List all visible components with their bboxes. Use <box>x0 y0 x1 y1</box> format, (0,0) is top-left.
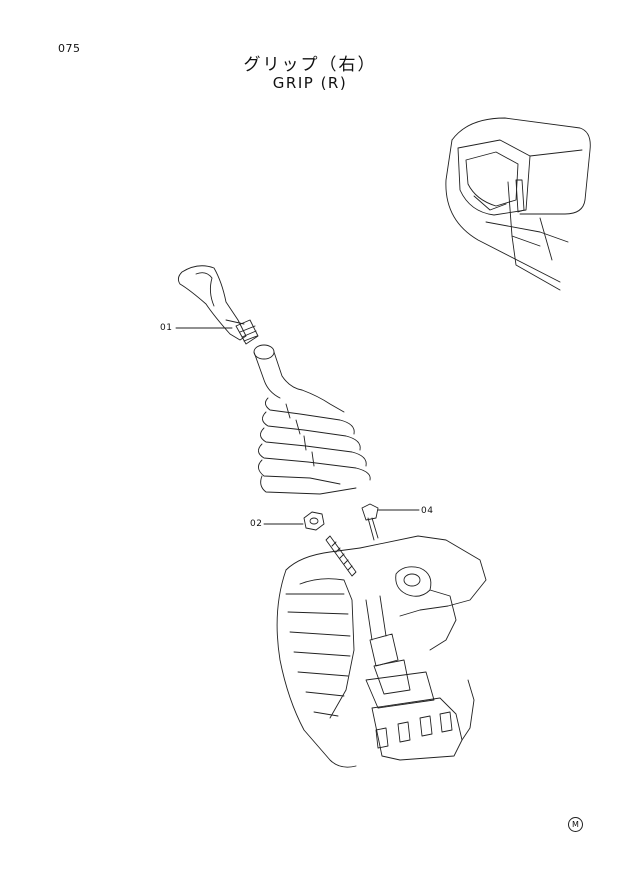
threaded-stud <box>325 535 357 577</box>
cab-locator-thumbnail <box>445 117 591 291</box>
nut <box>303 511 325 531</box>
corner-mark: M <box>568 817 583 832</box>
callout-label-01: 01 <box>160 323 173 333</box>
page-title-english: GRIP (R) <box>272 74 348 92</box>
page-title-japanese: グリップ（右） <box>243 55 377 75</box>
grip-handle <box>177 265 259 345</box>
rubber-boot <box>253 344 371 495</box>
control-valve-body <box>276 535 487 768</box>
bolt <box>361 503 379 541</box>
callout-label-02: 02 <box>250 519 263 529</box>
callout-label-04: 04 <box>421 506 434 516</box>
page-number: 075 <box>58 42 81 55</box>
